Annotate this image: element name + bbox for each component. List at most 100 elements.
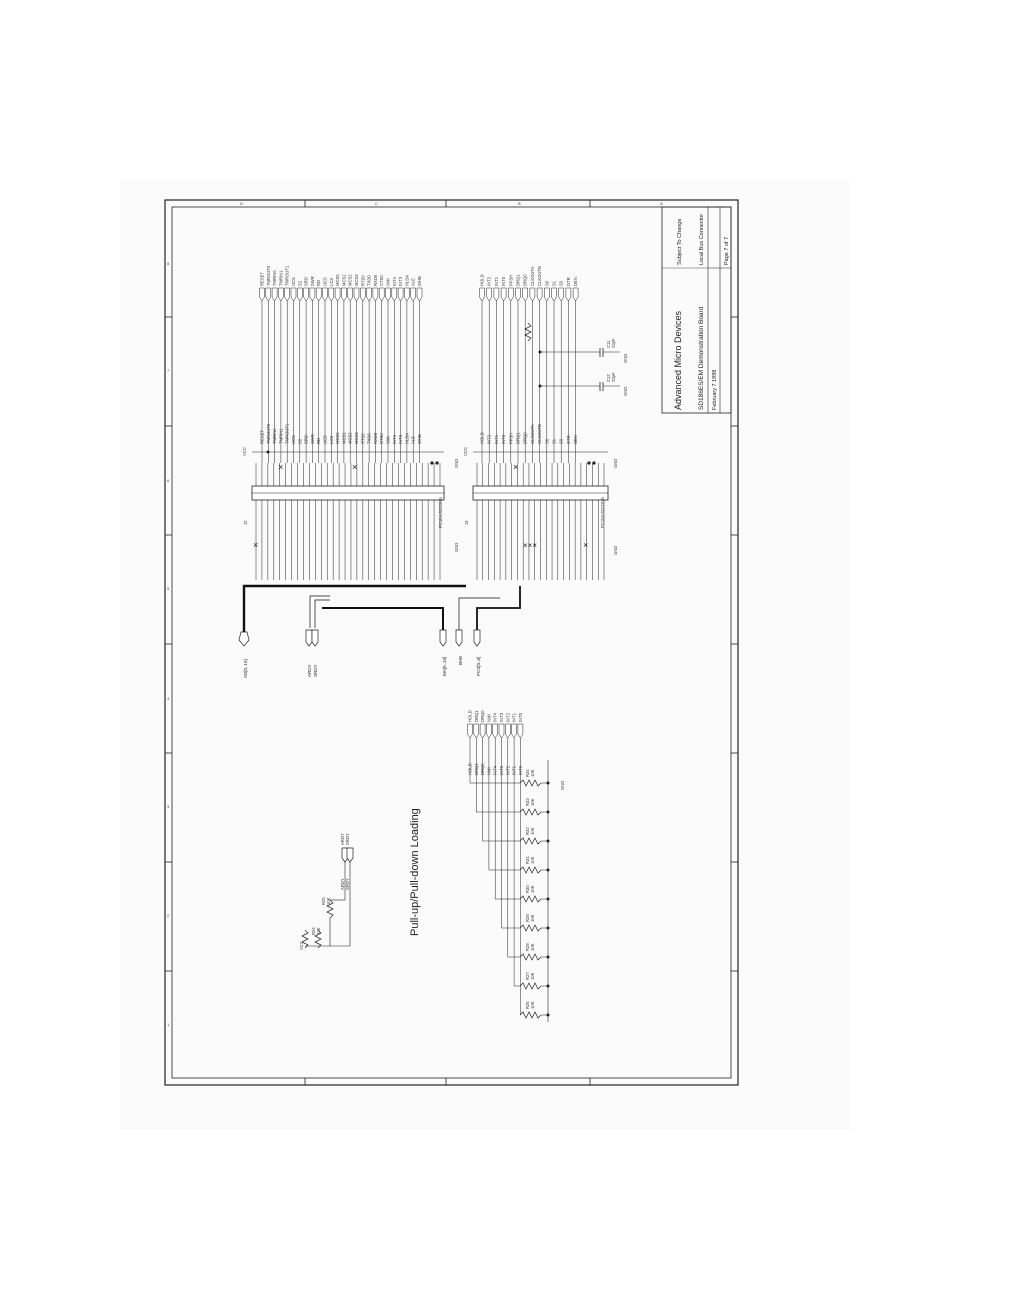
- loading-port-label: NMI: [486, 714, 491, 722]
- j3-wires: [479, 287, 579, 463]
- signal-port: [397, 287, 404, 302]
- junction-dot: [546, 781, 550, 785]
- loading-port-label: INT0: [518, 712, 523, 722]
- title-block: Advanced Micro Devices SD186ES/EM Demons…: [661, 206, 732, 414]
- bus-label-group: AD[0..15] ARDY SRDY MA[0..19] BHE PCS[0.…: [243, 656, 481, 678]
- no-connect-x: ×: [278, 462, 283, 472]
- ready-label: SRDY: [345, 878, 350, 890]
- signal-port: [341, 287, 347, 302]
- gnd-label: GND: [623, 354, 628, 363]
- zone-number: 8: [167, 261, 170, 266]
- gnd-label: GND: [613, 546, 618, 555]
- signal-label: DRQ0: [523, 274, 528, 286]
- signal-port: [259, 287, 265, 302]
- zone-ticks: [165, 200, 738, 1085]
- resistor-value: 10K: [530, 798, 535, 806]
- resistor-symbol: [519, 895, 542, 903]
- resistor-symbol: [519, 866, 542, 874]
- signal-port: [551, 287, 557, 302]
- signal-port: [558, 287, 564, 302]
- inner-border: [171, 206, 732, 1079]
- resistor-ref: R28: [525, 943, 530, 951]
- signal-port: [347, 287, 353, 302]
- signal-label: PFSH: [508, 275, 513, 286]
- resistor-symbol: [519, 1011, 542, 1019]
- vcc-label: VCC: [463, 447, 468, 456]
- signal-label: UCS: [323, 277, 328, 286]
- resistor-small-top: [524, 322, 532, 342]
- ready-label: ARDY: [340, 833, 345, 845]
- resistor-ref: R27: [525, 972, 530, 980]
- resistor-symbol: [519, 953, 542, 961]
- resistor-value: 10K: [316, 927, 321, 935]
- loading-port: [486, 723, 492, 739]
- gnd-label: GND: [560, 781, 565, 790]
- zone-number: 6: [167, 478, 170, 483]
- vcc-label: VCC: [299, 941, 304, 950]
- signal-label: CTS0: [379, 275, 384, 286]
- zone-numbers-left: 8 7 6 5 4 3 2 1: [167, 261, 170, 1027]
- signal-label: TMROUT0: [266, 265, 271, 286]
- signal-label: INT3: [398, 276, 403, 286]
- junction-dot: [546, 1013, 550, 1017]
- resistor-value: 10K: [326, 897, 331, 905]
- connector-j3: J3 PC104-32CONN VCC GND GND × ××× ×: [463, 447, 618, 580]
- signal-label: HLDA: [404, 275, 409, 286]
- signal-label: NMI: [386, 278, 391, 286]
- signal-label: SRD: [304, 277, 309, 286]
- signal-label: WHB: [417, 276, 422, 286]
- signal-port: [486, 287, 492, 302]
- bus-label-ardy: ARDY: [307, 664, 312, 677]
- bus-label-ma: MA[0..19]: [442, 657, 447, 676]
- signal-label: LCS: [329, 278, 334, 286]
- loading-port-label: DRQ1: [474, 710, 479, 722]
- signal-port: [515, 287, 521, 302]
- cap-value: 22pF: [611, 372, 616, 382]
- zone-letter: C: [375, 201, 378, 206]
- resistor-value: 10K: [530, 885, 535, 893]
- signal-label: RESET: [260, 272, 265, 286]
- signal-port: [309, 287, 316, 302]
- sheet-title: Local Bus Connector: [699, 214, 705, 265]
- no-connect-x: ×××: [523, 541, 537, 550]
- loading-port: [473, 723, 480, 739]
- signal-port: [284, 287, 290, 302]
- signal-label: INT2: [487, 276, 492, 286]
- bus-pcs: [476, 586, 521, 630]
- port-ad: [238, 631, 250, 647]
- no-connect-x: ×: [513, 462, 518, 472]
- bus-label-srdy: SRDY: [313, 664, 318, 677]
- resistor-ref: R32: [525, 827, 530, 835]
- signal-label: S1: [552, 280, 557, 286]
- zone-letters-top: D C B A: [240, 201, 663, 206]
- bus-ready-2: [314, 599, 330, 628]
- bus-bhe: [458, 597, 500, 630]
- signal-label: MCS0: [335, 274, 340, 286]
- signal-port: [522, 287, 528, 302]
- resistor-ref: R26: [525, 1001, 530, 1009]
- signal-port: [416, 287, 423, 302]
- signal-label: CLKOUTA: [530, 266, 535, 286]
- capacitor-c11: C11 22pF GND: [538, 338, 628, 363]
- signal-label: RD: [316, 280, 321, 286]
- connector-part: PC104-32CONN: [438, 497, 443, 528]
- signal-port: [493, 287, 500, 302]
- loading-port-label: INT4: [493, 712, 498, 722]
- signal-label: INT1: [494, 276, 499, 286]
- signal-port: [479, 287, 485, 302]
- resistor-ref: R34: [525, 769, 530, 777]
- loading-port: [505, 723, 511, 739]
- bus-label-pcs: PCS[0..6]: [476, 657, 481, 676]
- junction-dot: [546, 839, 550, 843]
- zone-number: 5: [167, 586, 170, 591]
- resistor-value: 10K: [530, 914, 535, 922]
- ready-pullup: R24 10K R25 10K ARDY SRDY ARDY SRDY VCC: [299, 833, 354, 950]
- signal-label: DTR: [566, 277, 571, 286]
- outer-border: [164, 199, 739, 1086]
- signal-port: [366, 287, 372, 302]
- junction-dot: [546, 868, 550, 872]
- resistor-ref: R30: [525, 885, 530, 893]
- bus-label-bhe: BHE: [458, 656, 463, 665]
- port-ma: [439, 629, 447, 647]
- resistor-value: 10K: [530, 856, 535, 864]
